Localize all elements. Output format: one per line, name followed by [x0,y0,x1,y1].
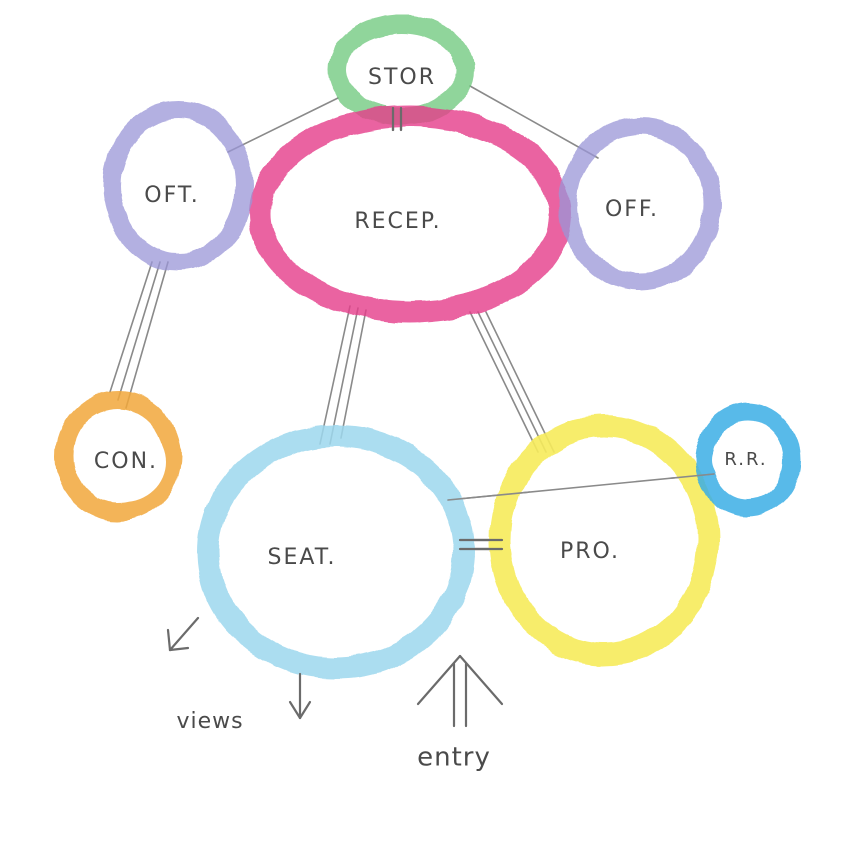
node-label: PRO. [560,539,620,564]
entry-label: entry [417,743,491,773]
arrow-down-left-icon [166,616,200,652]
node-recep: RECEP. [249,105,571,323]
link-recep-pro [469,311,555,453]
link-oft-con [109,261,169,409]
node-pro: PRO. [489,415,719,665]
node-label: OFT. [144,183,199,208]
node-label: OFF. [605,197,659,222]
node-label: RECEP. [354,209,441,234]
node-rr: R.R. [695,403,801,517]
node-off: OFF. [559,117,721,291]
views-annotation: views [166,616,312,734]
views-label: views [176,709,243,734]
arrow-down-icon [288,672,312,720]
link-stor-oft [227,97,339,153]
node-label: CON. [94,449,158,474]
node-oft: OFT. [103,101,253,271]
node-label: SEAT. [267,545,336,570]
node-con: CON. [55,391,181,521]
node-seat: SEAT. [197,425,475,679]
link-stor-off [469,85,599,159]
node-stor: STOR [328,15,474,125]
entry-arrow-icon [416,654,504,728]
node-label: STOR [368,65,436,90]
node-label: R.R. [724,449,767,470]
link-recep-seat [319,305,367,445]
entry-annotation: entry [416,654,504,773]
